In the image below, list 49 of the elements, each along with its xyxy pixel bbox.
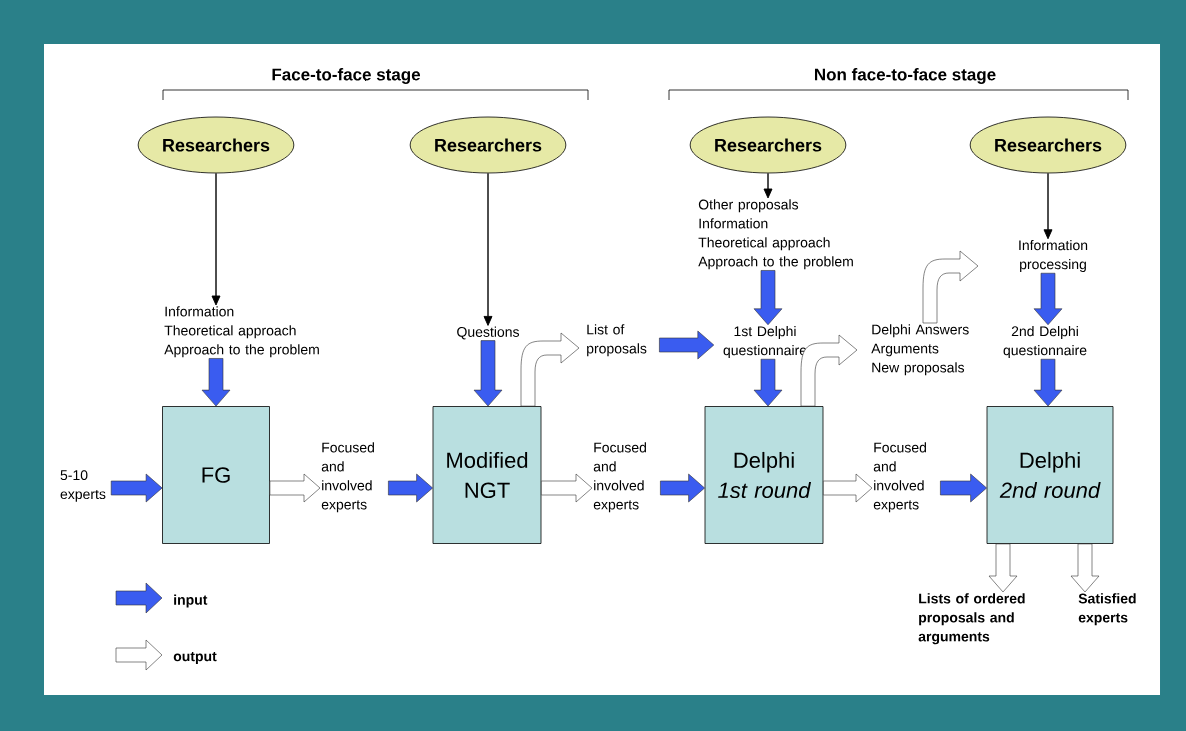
- block-arrow: [541, 473, 593, 503]
- flow-text: Delphi Answers Arguments New proposals: [871, 324, 969, 376]
- block-arrow: [659, 330, 715, 360]
- flow-text: Questions: [457, 326, 519, 340]
- flow-text: 2nd Delphi questionnaire: [1003, 326, 1087, 359]
- flow-text: 5-10 experts: [60, 470, 106, 502]
- block-arrow: [1070, 543, 1100, 593]
- stage-heading: Non face-to-face stage: [815, 68, 996, 84]
- ellipse-node: Researchers: [137, 116, 295, 174]
- flow-text: List of proposals: [587, 324, 647, 357]
- flow-text: Satisfied experts: [1078, 593, 1136, 626]
- flow-text: Focused and involved experts: [593, 442, 646, 513]
- ellipse-node: Researchers: [689, 116, 847, 174]
- block-arrow: [201, 358, 231, 407]
- block-arrow: [823, 473, 873, 503]
- curved-block-arrow: [520, 332, 580, 407]
- block-arrow: [269, 473, 321, 503]
- block-arrow: [753, 270, 783, 326]
- arrow: [211, 172, 221, 306]
- ellipse-node: Researchers: [409, 116, 567, 174]
- block-arrow: [1033, 272, 1063, 326]
- stage-heading: Face-to-face stage: [272, 68, 421, 84]
- block-arrow: [753, 358, 783, 407]
- process-box: Delphi 1st round: [704, 406, 824, 544]
- block-arrow: [1033, 358, 1063, 407]
- flow-text: Focused and involved experts: [321, 442, 374, 513]
- curved-block-arrow: [800, 334, 858, 407]
- block-arrow: [940, 473, 987, 503]
- block-arrow: [388, 473, 433, 503]
- flow-text: Information Theoretical approach Approach to the problem: [164, 306, 319, 358]
- curved-block-arrow: [922, 250, 979, 324]
- block-arrow: [473, 340, 503, 407]
- arrow: [763, 172, 773, 199]
- ellipse-node: Researchers: [969, 116, 1127, 174]
- block-arrow: [110, 473, 163, 503]
- process-box: FG: [162, 406, 270, 544]
- flow-text: Focused and involved experts: [873, 442, 926, 513]
- flow-text: Information processing: [1019, 240, 1088, 272]
- flow-text: 1st Delphi questionnaire: [723, 326, 807, 359]
- flow-text: Other proposals Information Theoretical approach Approach to the problem: [698, 199, 853, 270]
- legend-label: output: [173, 652, 217, 664]
- legend-label: input: [174, 594, 208, 608]
- block-arrow: [988, 543, 1018, 593]
- block-arrow: [660, 473, 705, 503]
- process-box: Modified NGT: [432, 406, 542, 544]
- arrow: [1043, 172, 1053, 240]
- arrow: [483, 172, 493, 326]
- process-box: Delphi 2nd round: [986, 406, 1114, 544]
- flow-text: Lists of ordered proposals and arguments: [918, 593, 1025, 645]
